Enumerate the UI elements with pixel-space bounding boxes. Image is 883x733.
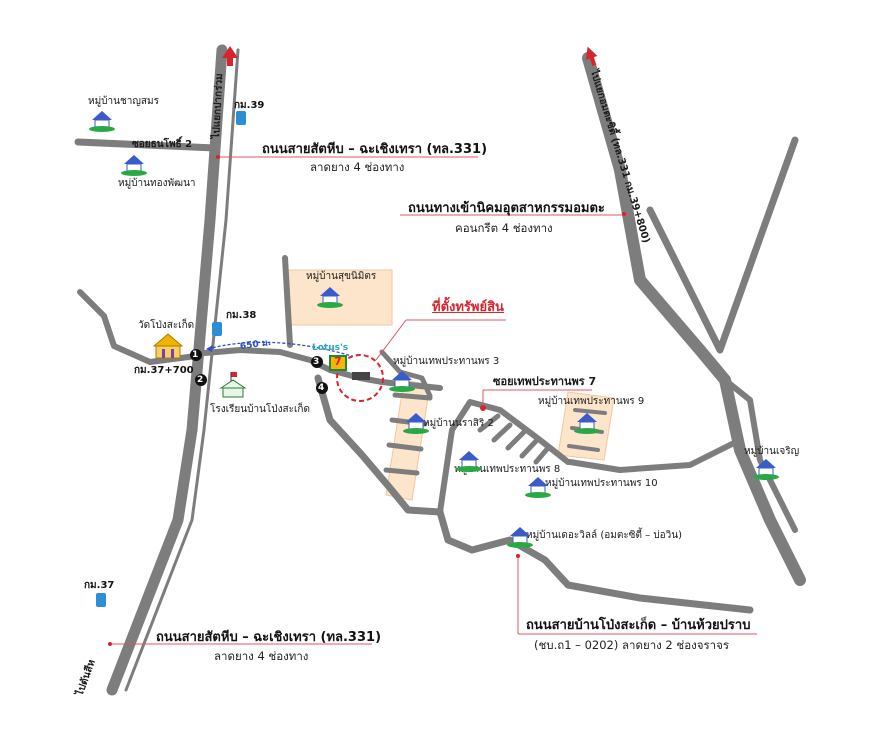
km37-label: กม.37 [84, 580, 115, 591]
leader-dot-pong [516, 554, 520, 558]
house-icon [89, 111, 115, 132]
soi-thep-label: ซอยเทพประทานพร 7 [493, 375, 597, 388]
km39-post-icon [236, 111, 246, 125]
marker-4: 4 [318, 383, 325, 393]
r331-bottom-title: ถนนสายสัตหีบ – ฉะเชิงเทรา (ทล.331) [156, 630, 382, 645]
place-temple: วัดโป่งสะเก็ด [138, 320, 195, 331]
r331-top-title: ถนนสายสัตหีบ – ฉะเชิงเทรา (ทล.331) [262, 142, 488, 157]
house-icon [121, 155, 147, 176]
leader-lines [110, 156, 757, 645]
km37-post-icon [96, 593, 106, 607]
leader-dot-331-bottom [108, 642, 112, 646]
seven-eleven-marker [329, 355, 347, 371]
place-thongphatthana: หมู่บ้านทองพัฒนา [118, 178, 196, 189]
leader-dot-331-top [216, 155, 220, 159]
pong-sub: (ชบ.ถ1 – 0202) ลาดยาง 2 ช่องจราจร [534, 638, 730, 652]
km39-label: กม.39 [234, 100, 265, 111]
place-theppratanporn10: หมู่บ้านเทพประทานพร 10 [545, 478, 658, 489]
place-charoen: หมู่บ้านเจริญ [744, 446, 800, 457]
house-icon [389, 371, 415, 392]
house-icon [753, 459, 779, 480]
lotus-label: Lotus's [312, 343, 349, 353]
seven-eleven-label: 7 [334, 355, 342, 368]
property-lot [352, 372, 370, 380]
property-label: ที่ตั้งทรัพย์สิน [432, 300, 504, 315]
leader-dot-amata [622, 212, 626, 216]
house-icon [456, 451, 482, 472]
house-icon [317, 287, 343, 308]
roads [74, 44, 806, 696]
pong-title: ถนนสายบ้านโป่งสะเก็ด – บ้านห้วยปราบ [526, 618, 751, 633]
place-theppratanporn3: หมู่บ้านเทพประทานพร 3 [393, 356, 500, 367]
distance-arrowhead [206, 345, 213, 352]
north-arrow-east [586, 46, 598, 67]
r331-bottom-sub: ลาดยาง 4 ช่องทาง [214, 649, 309, 663]
km38-label: กม.38 [226, 310, 257, 321]
leader-dot-soi-thep [480, 405, 486, 411]
km37-700-label: กม.37+700 [134, 365, 194, 376]
place-theppratanporn8: หมู่บ้านเทพประทานพร 8 [454, 464, 561, 475]
distance-arrow [207, 341, 353, 357]
place-chansamorn: หมู่บ้านชาญสมร [88, 96, 159, 107]
marker-3: 3 [313, 357, 320, 367]
school-icon [219, 372, 247, 398]
numbered-markers [190, 349, 328, 394]
place-narasiri2: หมู่บ้านนราสิริ 2 [423, 418, 494, 429]
house-icon [403, 413, 429, 434]
marker-2: 2 [197, 375, 204, 385]
km38-post-icon [212, 322, 222, 336]
place-school: โรงเรียนบ้านโป่งสะเก็ด [210, 404, 310, 415]
property-circle [336, 354, 384, 402]
house-icon [525, 477, 551, 498]
house-icon [507, 527, 533, 548]
place-sukhanimit: หมู่บ้านสุขนิมิตร [306, 271, 377, 282]
marker-1: 1 [192, 350, 199, 360]
temple-icon [152, 333, 184, 359]
house-icon [574, 413, 600, 434]
place-theppratanporn9: หมู่บ้านเทพประทานพร 9 [538, 396, 645, 407]
soi-thon-label: ซอยธนโพธิ์ 2 [132, 139, 193, 150]
place-decorville: หมู่บ้านเดอะวิลล์ (อมตะซิตี้ – บ่อวิน) [526, 530, 683, 541]
amata-sub: คอนกรีต 4 ช่องทาง [455, 221, 553, 235]
north-arrow-main [222, 46, 238, 66]
r331-top-sub: ลาดยาง 4 ช่องทาง [310, 160, 405, 174]
amata-title: ถนนทางเข้านิคมอุตสาหกรรมอมตะ [408, 201, 605, 216]
